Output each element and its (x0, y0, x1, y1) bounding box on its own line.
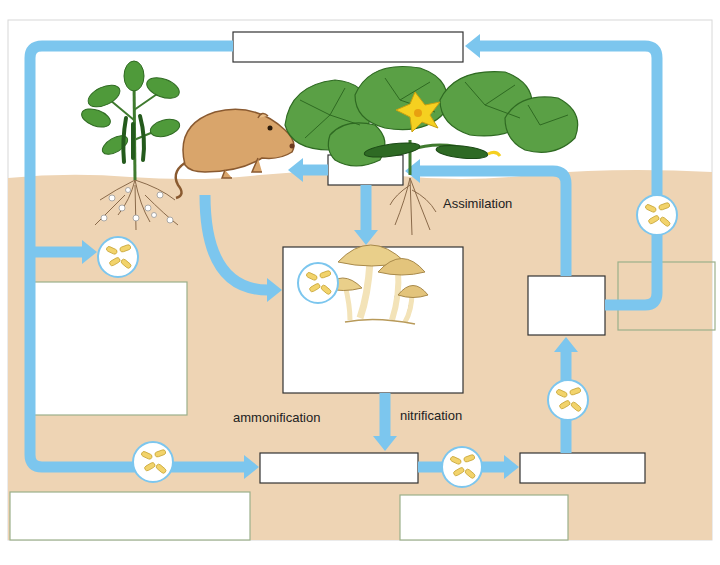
bacteria-circles (98, 195, 677, 487)
frame (8, 20, 712, 540)
zucchini-plant (285, 67, 578, 235)
blank-boxes (233, 32, 645, 483)
process-label: nitrification (400, 408, 462, 424)
soil (8, 170, 712, 540)
flow-arrows (30, 46, 657, 467)
arrowheads (82, 34, 578, 479)
bean-plant (79, 61, 182, 230)
mushrooms (325, 245, 428, 324)
gopher (176, 109, 295, 198)
process-label: Assimilation (443, 196, 512, 212)
process-label: ammonification (233, 410, 320, 426)
